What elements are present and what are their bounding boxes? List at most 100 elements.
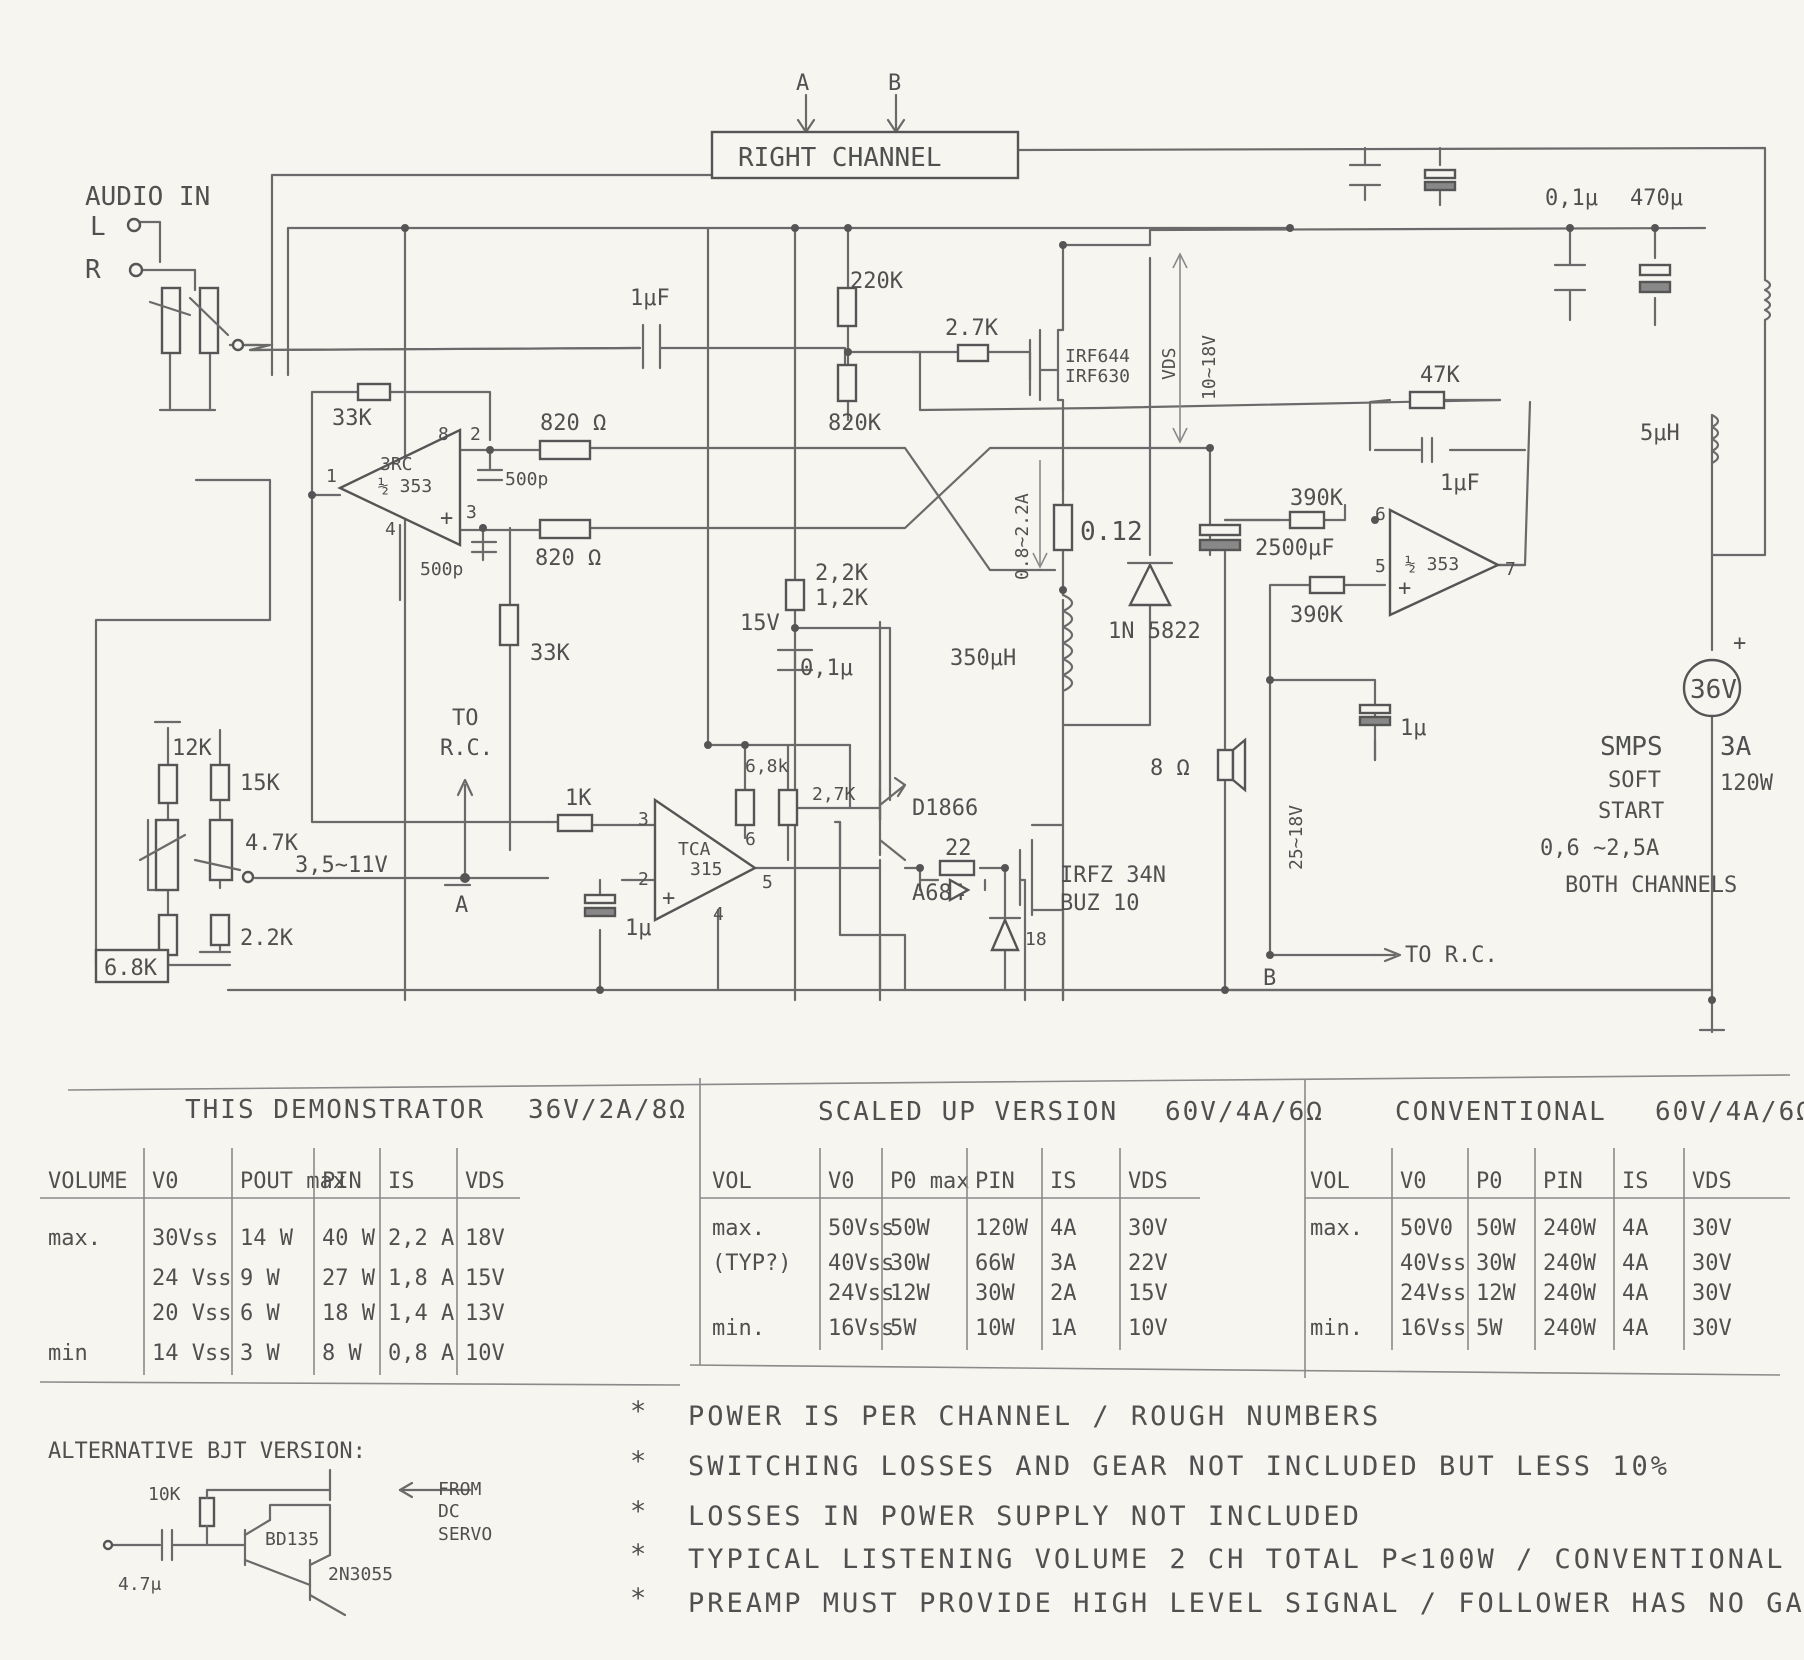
svg-text:500p: 500p bbox=[420, 559, 463, 580]
res-1k: 1K bbox=[556, 786, 594, 833]
svg-text:SOFT: SOFT bbox=[1608, 768, 1661, 793]
demonstrator-title: THIS DEMONSTRATOR bbox=[185, 1095, 485, 1125]
svg-text:B: B bbox=[1263, 966, 1276, 991]
svg-text:350μH: 350μH bbox=[950, 646, 1016, 671]
table-cell: 2,2 A bbox=[388, 1226, 454, 1251]
svg-text:+: + bbox=[1398, 576, 1411, 601]
conventional-title: CONVENTIONAL bbox=[1395, 1097, 1607, 1127]
table-header-cell: IS bbox=[1050, 1169, 1077, 1194]
range-25-18v: 25~18V bbox=[1286, 805, 1307, 870]
table-header-cell: IS bbox=[1622, 1169, 1649, 1194]
res-22: 22 bbox=[938, 836, 976, 903]
table-cell: 50W bbox=[1476, 1216, 1516, 1241]
table-cell: 20 Vss bbox=[152, 1301, 231, 1326]
svg-text:820K: 820K bbox=[828, 411, 882, 436]
res-2-7k-gate: 2.7K bbox=[945, 316, 999, 363]
cap-2500uf: 2500μF bbox=[1198, 523, 1334, 561]
inductor-5uh: 5μH bbox=[1640, 413, 1720, 465]
svg-text:7: 7 bbox=[1505, 559, 1516, 580]
table-cell: 1A bbox=[1050, 1316, 1077, 1341]
note-bullet: * bbox=[630, 1583, 649, 1614]
svg-text:2.7K: 2.7K bbox=[945, 316, 999, 341]
svg-text:2: 2 bbox=[470, 424, 481, 445]
table-cell: 15V bbox=[465, 1266, 505, 1291]
svg-text:½ 353: ½ 353 bbox=[1405, 554, 1459, 575]
table-cell: max. bbox=[48, 1226, 101, 1251]
table-cell: (TYP?) bbox=[712, 1251, 791, 1276]
svg-text:10K: 10K bbox=[148, 1484, 181, 1505]
table-header-cell: V0 bbox=[828, 1169, 855, 1194]
table-cell: 4A bbox=[1622, 1281, 1649, 1306]
table-header-cell: VOLUME bbox=[48, 1169, 127, 1194]
svg-text:3,5~11V: 3,5~11V bbox=[295, 853, 388, 878]
svg-text:TO R.C.: TO R.C. bbox=[1405, 943, 1498, 968]
demonstrator-spec: 36V/2A/8Ω bbox=[528, 1095, 687, 1125]
bias-network: 12K 15K 4.7K 3,5~11V 2.2K 6.8K bbox=[94, 720, 388, 984]
table-cell: 40 W bbox=[322, 1226, 376, 1251]
alt-bjt-title: ALTERNATIVE BJT VERSION: bbox=[48, 1439, 366, 1464]
table-cell: max. bbox=[712, 1216, 765, 1241]
svg-text:6,8k: 6,8k bbox=[745, 756, 789, 777]
svg-text:315: 315 bbox=[690, 859, 723, 880]
svg-text:3A: 3A bbox=[1720, 732, 1752, 762]
res-390k-b: 390K bbox=[1290, 575, 1346, 628]
svg-text:36V: 36V bbox=[1690, 675, 1737, 705]
table-cell: max. bbox=[1310, 1216, 1363, 1241]
supply-36v: 36V + bbox=[1682, 631, 1746, 718]
svg-text:120W: 120W bbox=[1720, 771, 1774, 796]
svg-text:2,2K: 2,2K bbox=[815, 561, 869, 586]
svg-text:4.7K: 4.7K bbox=[245, 831, 299, 856]
res-47k: 47K bbox=[1408, 363, 1460, 410]
table-cell: 5W bbox=[890, 1316, 917, 1341]
table-header-cell: P0 max bbox=[890, 1169, 969, 1194]
svg-text:820 Ω: 820 Ω bbox=[535, 546, 601, 571]
note-item: TYPICAL LISTENING VOLUME 2 CH TOTAL P<10… bbox=[688, 1544, 1804, 1575]
cap-1u-servo: 1μ bbox=[1358, 703, 1427, 741]
table-cell: 2A bbox=[1050, 1281, 1077, 1306]
table-cell: 16Vss bbox=[828, 1316, 894, 1341]
svg-text:0,1μ: 0,1μ bbox=[1545, 186, 1598, 211]
table-cell: 30V bbox=[1692, 1251, 1732, 1276]
note-item: SWITCHING LOSSES AND GEAR NOT INCLUDED B… bbox=[688, 1451, 1670, 1482]
table-header-cell: V0 bbox=[152, 1169, 179, 1194]
scaled-title: SCALED UP VERSION bbox=[818, 1097, 1118, 1127]
svg-text:220K: 220K bbox=[850, 269, 904, 294]
svg-text:25~18V: 25~18V bbox=[1286, 805, 1307, 870]
table-cell: 50Vss bbox=[828, 1216, 894, 1241]
table-header-cell: VDS bbox=[465, 1169, 505, 1194]
note-item: PREAMP MUST PROVIDE HIGH LEVEL SIGNAL / … bbox=[688, 1588, 1804, 1619]
table-cell: 4A bbox=[1050, 1216, 1077, 1241]
res-390k-a: 390K bbox=[1288, 486, 1344, 530]
table-cell: 27 W bbox=[322, 1266, 376, 1291]
res-33k-lower: 33K bbox=[498, 603, 570, 666]
svg-text:1μ: 1μ bbox=[625, 916, 652, 941]
svg-text:2,7K: 2,7K bbox=[812, 784, 856, 805]
svg-text:IRF644: IRF644 bbox=[1065, 346, 1130, 367]
table-cell: 240W bbox=[1543, 1281, 1597, 1306]
table-cell: 5W bbox=[1476, 1316, 1503, 1341]
table-header-cell: VOL bbox=[712, 1169, 752, 1194]
res-820-ohm-a: 820 Ω bbox=[538, 411, 606, 461]
table-cell: 30Vss bbox=[152, 1226, 218, 1251]
inductor-top-right bbox=[1763, 278, 1772, 322]
svg-text:3RC: 3RC bbox=[380, 454, 413, 475]
cap-1uf-feedback: 1μF bbox=[1420, 436, 1480, 496]
res-6-8k-drv: 6,8k bbox=[734, 756, 789, 827]
table-cell: 30V bbox=[1692, 1281, 1732, 1306]
opamp-2: ½ 353 6 5 7 + bbox=[1375, 504, 1516, 617]
table-cell: 10V bbox=[465, 1341, 505, 1366]
svg-text:5: 5 bbox=[762, 872, 773, 893]
table-cell: 13V bbox=[465, 1301, 505, 1326]
table-cell: 30V bbox=[1128, 1216, 1168, 1241]
table-header-cell: POUT max bbox=[240, 1169, 346, 1194]
table-cell: 4A bbox=[1622, 1251, 1649, 1276]
svg-text:+: + bbox=[662, 886, 675, 911]
input-r-label: R bbox=[85, 255, 101, 285]
bjt-pair: D1866 A684 bbox=[878, 776, 978, 906]
svg-text:2: 2 bbox=[638, 869, 649, 890]
table-cell: 18 W bbox=[322, 1301, 376, 1326]
svg-text:6: 6 bbox=[745, 829, 756, 850]
speaker: 8 Ω bbox=[1150, 737, 1247, 793]
